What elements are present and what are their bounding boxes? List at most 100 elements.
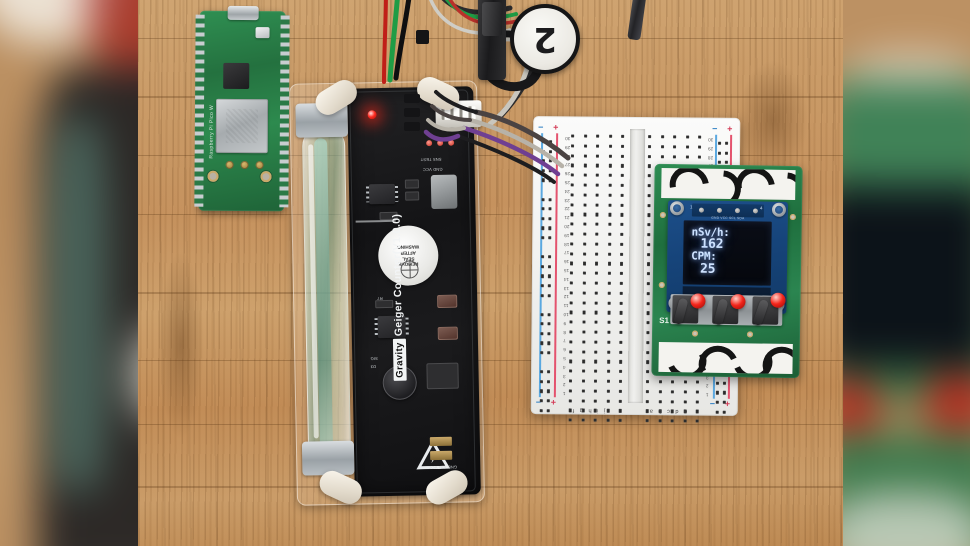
breadboard-hole[interactable]	[541, 255, 545, 259]
breadboard-hole[interactable]	[683, 390, 687, 394]
breadboard-hole[interactable]	[596, 144, 600, 148]
breadboard-hole[interactable]	[582, 281, 586, 285]
raspberry-pi-pico-w[interactable]: Raspberry Pi Pico W	[194, 5, 290, 212]
breadboard-hole[interactable]	[607, 222, 612, 227]
breadboard-hole[interactable]	[569, 291, 573, 295]
breadboard-hole[interactable]	[618, 409, 622, 413]
breadboard-hole[interactable]	[618, 418, 622, 423]
breadboard-hole[interactable]	[569, 271, 574, 275]
breadboard-hole[interactable]	[595, 252, 599, 256]
breadboard-hole[interactable]	[618, 379, 623, 383]
breadboard-hole[interactable]	[581, 399, 585, 403]
breadboard-hole[interactable]	[569, 330, 573, 334]
breadboard-hole[interactable]	[583, 144, 587, 148]
breadboard-hole[interactable]	[608, 164, 612, 168]
breadboard-hole[interactable]	[715, 391, 720, 395]
breadboard-hole[interactable]	[539, 380, 544, 384]
breadboard-hole[interactable]	[547, 322, 551, 326]
breadboard-hole[interactable]	[569, 300, 573, 305]
breadboard-hole[interactable]	[548, 197, 552, 202]
breadboard-hole[interactable]	[717, 151, 722, 155]
breadboard-hole[interactable]	[571, 144, 575, 148]
breadboard-hole[interactable]	[647, 213, 651, 217]
breadboard-hole[interactable]	[646, 282, 651, 286]
breadboard-hole[interactable]	[647, 233, 651, 237]
breadboard-hole[interactable]	[695, 409, 699, 414]
breadboard-hole[interactable]	[621, 134, 625, 139]
breadboard-hole[interactable]	[541, 236, 545, 240]
breadboard-hole[interactable]	[582, 261, 586, 266]
breadboard-hole[interactable]	[606, 369, 610, 374]
breadboard-hole[interactable]	[582, 301, 586, 305]
breadboard-hole[interactable]	[546, 408, 550, 413]
breadboard-hole[interactable]	[619, 330, 623, 335]
breadboard-hole[interactable]	[583, 134, 587, 138]
breadboard-hole[interactable]	[670, 380, 675, 384]
breadboard-hole[interactable]	[541, 197, 545, 201]
breadboard-hole[interactable]	[596, 134, 600, 138]
breadboard-hole[interactable]	[539, 408, 543, 413]
breadboard-hole[interactable]	[595, 164, 600, 168]
breadboard-hole[interactable]	[549, 140, 553, 144]
breadboard-hole[interactable]	[608, 193, 612, 197]
breadboard-hole[interactable]	[570, 193, 574, 197]
breadboard-hole[interactable]	[620, 174, 624, 178]
breadboard-hole[interactable]	[725, 141, 729, 145]
breadboard-hole[interactable]	[594, 291, 598, 295]
breadboard-hole[interactable]	[660, 135, 664, 139]
breadboard-hole[interactable]	[571, 134, 575, 138]
breadboard-hole[interactable]	[608, 203, 612, 207]
breadboard-hole[interactable]	[608, 173, 612, 178]
breadboard-hole[interactable]	[583, 154, 587, 158]
breadboard-hole[interactable]	[647, 262, 651, 266]
breadboard-hole[interactable]	[570, 261, 574, 266]
breadboard-hole[interactable]	[620, 262, 624, 266]
breadboard-hole[interactable]	[645, 389, 650, 394]
breadboard-hole[interactable]	[697, 155, 702, 159]
breadboard-hole[interactable]	[606, 409, 610, 413]
breadboard-hole[interactable]	[683, 399, 687, 404]
breadboard-hole[interactable]	[715, 410, 719, 414]
breadboard-hole[interactable]	[570, 203, 574, 207]
breadboard-hole[interactable]	[685, 145, 689, 149]
breadboard-hole[interactable]	[620, 213, 624, 217]
breadboard-hole[interactable]	[646, 311, 650, 315]
breadboard-hole[interactable]	[595, 213, 599, 217]
breadboard-hole[interactable]	[581, 379, 585, 383]
breadboard-hole[interactable]	[620, 223, 624, 227]
breadboard-hole[interactable]	[648, 135, 652, 139]
breadboard-hole[interactable]	[673, 135, 677, 139]
breadboard-hole[interactable]	[570, 173, 574, 177]
breadboard-hole[interactable]	[568, 418, 572, 422]
breadboard-hole[interactable]	[581, 340, 586, 344]
breadboard-hole[interactable]	[619, 369, 623, 374]
breadboard-hole[interactable]	[660, 154, 664, 159]
breadboard-hole[interactable]	[607, 271, 611, 276]
breadboard-hole[interactable]	[570, 212, 574, 217]
breadboard-hole[interactable]	[546, 380, 551, 384]
breadboard-hole[interactable]	[593, 389, 598, 393]
breadboard-hole[interactable]	[608, 183, 612, 187]
breadboard-hole[interactable]	[568, 389, 573, 393]
breadboard-hole[interactable]	[658, 399, 662, 403]
breadboard-hole[interactable]	[570, 251, 574, 256]
breadboard-hole[interactable]	[718, 141, 722, 145]
breadboard-hole[interactable]	[606, 389, 610, 393]
breadboard-hole[interactable]	[619, 272, 624, 276]
breadboard-hole[interactable]	[722, 410, 726, 414]
breadboard-hole[interactable]	[595, 262, 599, 266]
breadboard-hole[interactable]	[607, 262, 611, 266]
breadboard-hole[interactable]	[569, 310, 573, 314]
breadboard-hole[interactable]	[685, 155, 689, 159]
breadboard-hole[interactable]	[658, 380, 662, 384]
breadboard-hole[interactable]	[593, 379, 598, 383]
breadboard-hole[interactable]	[715, 381, 720, 385]
breadboard-hole[interactable]	[619, 350, 623, 354]
breadboard-hole[interactable]	[647, 203, 651, 207]
breadboard-hole[interactable]	[539, 399, 544, 403]
breadboard-hole[interactable]	[607, 301, 611, 305]
breadboard-hole[interactable]	[645, 399, 650, 403]
breadboard-hole[interactable]	[594, 350, 598, 354]
breadboard-hole[interactable]	[695, 419, 699, 423]
breadboard-hole[interactable]	[583, 163, 587, 168]
